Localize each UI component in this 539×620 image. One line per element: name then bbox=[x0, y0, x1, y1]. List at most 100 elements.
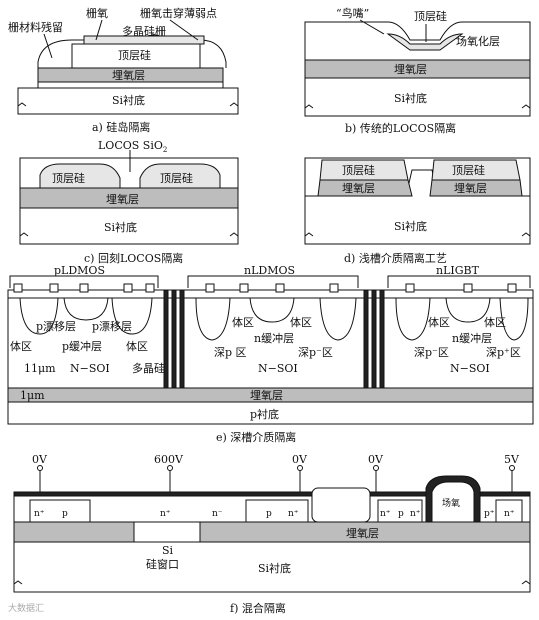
f-label-si-window-2: 硅窗口 bbox=[146, 557, 179, 571]
e-label-n-buffer-1: n缓冲层 bbox=[254, 331, 294, 345]
b-field-oxide bbox=[304, 21, 531, 61]
e-label-body-2: 体区 bbox=[126, 339, 148, 353]
e-pldmos-drift bbox=[63, 297, 109, 321]
c-label-top-si-left: 顶层硅 bbox=[52, 172, 85, 185]
e-label-p-drift-1: p漂移层 bbox=[36, 320, 76, 333]
e-label-body-5: 体区 bbox=[428, 315, 450, 329]
a-poly-gate bbox=[83, 35, 205, 45]
e-contacts bbox=[13, 283, 517, 293]
f-break-mark-left bbox=[13, 580, 23, 585]
f-region-cmos bbox=[377, 499, 423, 523]
a-top-silicon bbox=[71, 43, 201, 69]
f-break-mark-right bbox=[521, 580, 531, 585]
f-label-n-minus: n⁻ bbox=[212, 509, 223, 519]
c-top-si-left bbox=[39, 163, 121, 189]
e-label-nsoi-3: N−SOI bbox=[450, 362, 490, 375]
d-box-right bbox=[429, 179, 523, 197]
b-caption: b) 传统的LOCOS隔离 bbox=[345, 121, 456, 135]
e-label-1um: 1μm bbox=[20, 389, 45, 402]
e-label-nsoi-1: N−SOI bbox=[70, 362, 110, 375]
b-si-substrate bbox=[304, 77, 531, 117]
e-caption: e) 深槽介质隔离 bbox=[216, 430, 296, 444]
e-nldmos-deep-p-right bbox=[319, 297, 357, 341]
e-label-deep-p-3: 深p⁻区 bbox=[414, 346, 449, 359]
d-label-box-right: 埋氧层 bbox=[454, 181, 487, 195]
d-label-sub: Si衬底 bbox=[394, 219, 427, 233]
e-label-body-4: 体区 bbox=[290, 315, 312, 329]
e-nldmos-bracket bbox=[187, 275, 359, 288]
watermark: 大数据汇 bbox=[8, 602, 44, 614]
panel-d-shallow-trench: 顶层硅 顶层硅 埋氧层 埋氧层 Si衬底 d) 浅槽介质隔离工艺 bbox=[304, 157, 531, 265]
e-nligbt-deep-p-right bbox=[499, 297, 529, 341]
c-break-mark-right bbox=[229, 232, 239, 237]
e-nligbt-bracket bbox=[387, 275, 531, 288]
e-label-p-drift-2: p漂移层 bbox=[92, 320, 132, 333]
d-box-left bbox=[317, 179, 413, 197]
c-break-mark-left bbox=[19, 232, 29, 237]
b-label-bird-beak: “鸟嘴” bbox=[336, 6, 369, 20]
a-break-mark-left bbox=[17, 102, 27, 107]
f-caption: f) 混合隔离 bbox=[230, 601, 286, 615]
a-label-residue: 栅材料残留 bbox=[8, 20, 63, 34]
f-region-mid bbox=[245, 499, 309, 523]
d-label-box-left: 埋氧层 bbox=[342, 181, 375, 195]
e-label-nsoi-2: N−SOI bbox=[258, 362, 298, 375]
a-label-poly-gate: 多晶硅栅 bbox=[122, 24, 166, 38]
f-label-v2: 600V bbox=[154, 453, 184, 466]
f-label-field-oxide: 场氧 bbox=[442, 497, 460, 509]
b-label-sub: Si衬底 bbox=[394, 91, 427, 105]
e-surface-oxide bbox=[7, 289, 534, 299]
d-label-top-si-left: 顶层硅 bbox=[342, 164, 375, 177]
f-box-left bbox=[13, 521, 135, 543]
a-label-box: 埋氧层 bbox=[112, 68, 145, 82]
a-caption: a) 硅岛隔离 bbox=[92, 120, 150, 134]
b-label-top-si: 顶层硅 bbox=[414, 10, 447, 23]
e-label-deep-p-4: 深p⁺区 bbox=[486, 346, 521, 359]
f-isolation-block bbox=[311, 487, 371, 523]
e-deep-trench-1 bbox=[163, 289, 185, 389]
panel-c-etchback-locos: LOCOS SiO2 顶层硅 顶层硅 埋氧层 Si衬底 c) 回刻LOCOS隔离 bbox=[19, 139, 239, 265]
e-n-soi bbox=[7, 297, 534, 389]
f-label-si-window-1: Si bbox=[162, 544, 174, 557]
e-label-nligbt: nLIGBT bbox=[436, 264, 480, 277]
d-label-top-si-right: 顶层硅 bbox=[452, 164, 485, 177]
e-label-body-3: 体区 bbox=[232, 315, 254, 329]
b-label-field-oxide: 场氧化层 bbox=[456, 34, 500, 48]
f-terminals bbox=[37, 465, 515, 492]
e-label-sub: p衬底 bbox=[250, 407, 279, 421]
f-region-left bbox=[29, 499, 91, 523]
a-break-mark-right bbox=[229, 102, 239, 107]
e-label-deep-p-1: 深p 区 bbox=[214, 346, 247, 359]
e-pldmos-body-left bbox=[19, 297, 59, 335]
d-break-mark-right bbox=[521, 232, 531, 237]
e-deep-trench-2 bbox=[363, 289, 385, 389]
f-label-n3: n⁺ bbox=[288, 509, 299, 519]
panel-a-silicon-island: 栅材料残留 栅氧 栅氧击穿薄弱点 多晶硅栅 顶层硅 埋氧层 Si衬底 a) 硅岛… bbox=[8, 6, 239, 134]
panel-f-hybrid: 0V 600V 0V 0V 5V n⁺ p n⁺ n⁻ p n⁺ n⁺ p n⁺… bbox=[13, 453, 531, 615]
d-caption: d) 浅槽介质隔离工艺 bbox=[344, 251, 447, 265]
f-region-right bbox=[495, 499, 523, 523]
f-label-v4: 0V bbox=[368, 453, 384, 466]
e-nldmos-deep-p-left bbox=[195, 297, 231, 341]
e-pldmos-bracket bbox=[9, 275, 159, 288]
e-label-nldmos: nLDMOS bbox=[244, 264, 295, 277]
e-pldmos-body-right bbox=[111, 297, 153, 335]
e-label-deep-p-2: 深p⁻区 bbox=[298, 346, 333, 359]
f-label-n6: n⁺ bbox=[504, 509, 515, 519]
f-label-p2: p bbox=[266, 509, 272, 519]
f-label-box: 埋氧层 bbox=[346, 526, 379, 540]
b-break-mark-left bbox=[304, 104, 314, 109]
d-break-mark-left bbox=[304, 232, 314, 237]
a-si-substrate bbox=[17, 87, 239, 115]
f-label-n5: n⁺ bbox=[410, 509, 421, 519]
f-surface-metal bbox=[13, 491, 531, 497]
e-label-11um: 11μm bbox=[24, 362, 56, 375]
f-label-p4: p⁺ bbox=[484, 509, 495, 519]
a-box-lower bbox=[37, 81, 224, 89]
b-break-mark-right bbox=[521, 104, 531, 109]
e-nligbt-buffer bbox=[445, 297, 491, 323]
e-label-body-6: 体区 bbox=[484, 315, 506, 329]
b-top-silicon bbox=[386, 33, 464, 51]
e-nligbt-deep-p-left bbox=[395, 297, 431, 341]
